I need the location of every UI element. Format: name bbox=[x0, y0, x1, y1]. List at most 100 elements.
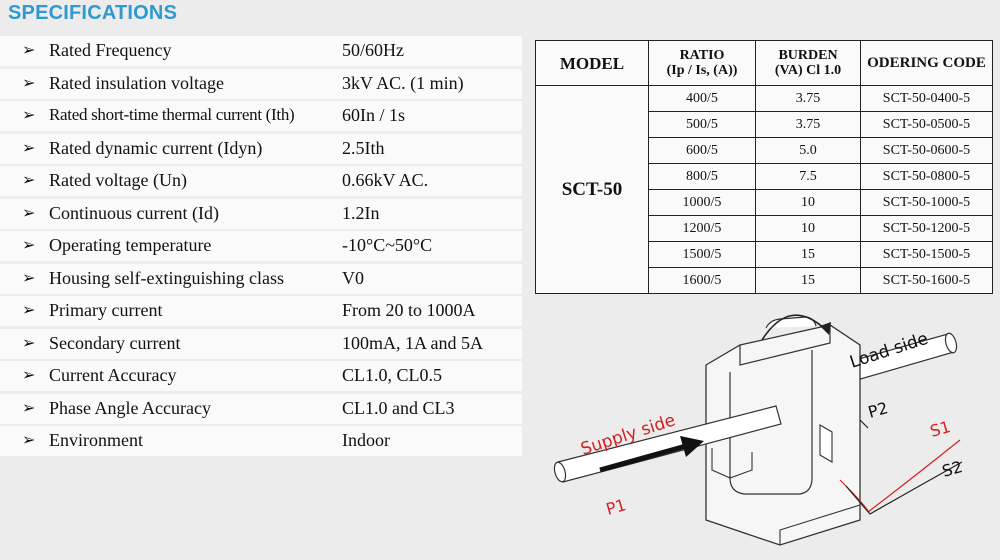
ratio-cell: 400/5 bbox=[648, 85, 756, 112]
spec-label: Continuous current (Id) bbox=[49, 202, 219, 223]
code-cell: SCT-50-1000-5 bbox=[860, 189, 993, 216]
header-burden: BURDEN(VA) Cl 1.0 bbox=[755, 40, 861, 86]
spec-value: Indoor bbox=[342, 430, 390, 450]
table-row: 1500/5 15 SCT-50-1500-5 bbox=[536, 241, 993, 268]
code-cell: SCT-50-0400-5 bbox=[860, 85, 993, 112]
table-header-row: MODEL RATIO(Ip / Is, (A)) BURDEN(VA) Cl … bbox=[535, 40, 993, 86]
header-model: MODEL bbox=[535, 40, 649, 86]
arrow-bullet-icon: ➢ bbox=[22, 367, 36, 384]
burden-cell: 10 bbox=[755, 189, 861, 216]
current-transformer-diagram: Load side Supply side P1 P2 S1 S2 bbox=[553, 314, 965, 546]
arrow-bullet-icon: ➢ bbox=[22, 432, 36, 449]
spec-value: 3kV AC. (1 min) bbox=[342, 72, 464, 93]
header-burden-line1: BURDEN bbox=[778, 48, 838, 63]
ct-bottom-edge bbox=[779, 504, 861, 545]
supply-arrowhead-icon bbox=[680, 436, 704, 457]
ratio-cell: 1200/5 bbox=[648, 215, 756, 242]
spec-row: ➢Operating temperature-10°C~50°C bbox=[0, 231, 522, 261]
conductor-start bbox=[553, 461, 567, 483]
ratio-cell: 1600/5 bbox=[648, 267, 756, 294]
code-cell: SCT-50-0500-5 bbox=[860, 111, 993, 138]
code-cell: SCT-50-1500-5 bbox=[860, 241, 993, 268]
header-ratio: RATIO(Ip / Is, (A)) bbox=[648, 40, 756, 86]
spec-label: Operating temperature bbox=[49, 235, 212, 255]
burden-cell: 3.75 bbox=[755, 85, 861, 112]
spec-value: 50/60Hz bbox=[342, 40, 404, 60]
spec-value: 2.5Ith bbox=[342, 137, 385, 158]
spec-value: V0 bbox=[342, 267, 364, 288]
burden-cell: 3.75 bbox=[755, 111, 861, 138]
arrow-bullet-icon: ➢ bbox=[22, 74, 36, 92]
model-cell: SCT-50 bbox=[535, 85, 649, 294]
code-cell: SCT-50-0800-5 bbox=[860, 163, 993, 190]
p1-label: P1 bbox=[604, 495, 628, 519]
arrow-bullet-icon: ➢ bbox=[22, 399, 36, 417]
table-row: 1200/5 10 SCT-50-1200-5 bbox=[536, 215, 993, 242]
code-cell: SCT-50-1600-5 bbox=[860, 267, 993, 294]
arrow-bullet-icon: ➢ bbox=[22, 139, 36, 157]
spec-row: ➢ Primary current From 20 to 1000A bbox=[0, 296, 522, 326]
arrow-bullet-icon: ➢ bbox=[22, 107, 36, 124]
ct-top-edge bbox=[739, 325, 831, 366]
wire-s2 bbox=[845, 461, 963, 515]
rotation-arc bbox=[761, 314, 827, 341]
spec-label: Primary current bbox=[49, 300, 163, 320]
spec-row: ➢ Phase Angle Accuracy CL1.0 and CL3 bbox=[0, 393, 522, 424]
spec-row: ➢ Rated insulation voltage 3kV AC. (1 min) bbox=[0, 68, 522, 99]
spec-row: ➢ Rated short-time thermal current (Ith) 6… bbox=[0, 101, 522, 131]
p2-leader bbox=[859, 419, 869, 429]
arrow-bullet-icon: ➢ bbox=[22, 334, 36, 352]
ratio-cell: 600/5 bbox=[648, 137, 756, 164]
header-ratio-line1: RATIO bbox=[679, 48, 725, 63]
spec-value: From 20 to 1000A bbox=[342, 300, 476, 320]
arrow-bullet-icon: ➢ bbox=[22, 172, 36, 189]
spec-value: 0.66kV AC. bbox=[342, 170, 429, 190]
spec-value: CL1.0, CL0.5 bbox=[342, 365, 443, 385]
page-title: SPECIFICATIONS bbox=[8, 2, 178, 24]
s1-label: S1 bbox=[928, 417, 953, 441]
arrow-bullet-icon: ➢ bbox=[22, 42, 36, 59]
spec-label: Phase Angle Accuracy bbox=[49, 397, 211, 418]
s2-label: S2 bbox=[940, 457, 965, 481]
conductor-end bbox=[944, 332, 958, 354]
spec-row: ➢ Continuous current (Id) 1.2In bbox=[0, 198, 522, 229]
spec-row: ➢ Housing self-extinguishing class V0 bbox=[0, 263, 522, 294]
spec-label: Current Accuracy bbox=[49, 365, 177, 385]
code-cell: SCT-50-0600-5 bbox=[860, 137, 993, 164]
spec-label: Rated short-time thermal current (Ith) bbox=[49, 105, 295, 124]
table-row: 1000/5 10 SCT-50-1000-5 bbox=[536, 189, 993, 216]
spec-label: Housing self-extinguishing class bbox=[49, 267, 284, 288]
spec-value: 60In / 1s bbox=[342, 105, 405, 125]
arrow-bullet-icon: ➢ bbox=[22, 302, 36, 319]
table-row: 1600/5 15 SCT-50-1600-5 bbox=[536, 267, 993, 294]
spec-value: 100mA, 1A and 5A bbox=[342, 332, 483, 353]
specifications-list: ➢ Rated Frequency 50/60Hz ➢ Rated insulatio… bbox=[0, 36, 522, 459]
ct-core-outline bbox=[729, 350, 813, 495]
table-row: 500/5 3.75 SCT-50-0500-5 bbox=[536, 111, 993, 138]
table-row: 800/5 7.5 SCT-50-0800-5 bbox=[536, 163, 993, 190]
arrow-bullet-icon: ➢ bbox=[22, 204, 36, 222]
supply-direction-arrow bbox=[599, 443, 687, 473]
spec-row: ➢ Rated Frequency 50/60Hz bbox=[0, 36, 522, 66]
ratio-cell: 800/5 bbox=[648, 163, 756, 190]
spec-row: ➢ Current Accuracy CL1.0, CL0.5 bbox=[0, 361, 522, 391]
burden-cell: 15 bbox=[755, 241, 861, 268]
table-row: SCT-50 400/5 3.75 SCT-50-0400-5 bbox=[535, 85, 993, 294]
spec-row: ➢Rated dynamic current (Idyn)2.5Ith bbox=[0, 133, 522, 164]
spec-label: Rated insulation voltage bbox=[49, 72, 224, 93]
burden-cell: 10 bbox=[755, 215, 861, 242]
ct-lower-clip bbox=[711, 448, 753, 479]
arrow-bullet-icon: ➢ bbox=[22, 269, 36, 287]
header-code: ODERING CODE bbox=[860, 40, 993, 86]
table-row: 600/5 5.0 SCT-50-0600-5 bbox=[536, 137, 993, 164]
spec-value: 1.2In bbox=[342, 202, 380, 223]
spec-label: Rated voltage (Un) bbox=[49, 170, 187, 190]
spec-value: CL1.0 and CL3 bbox=[342, 397, 455, 418]
rotation-arrowhead-icon bbox=[820, 322, 831, 335]
ratio-cell: 500/5 bbox=[648, 111, 756, 138]
code-cell: SCT-50-1200-5 bbox=[860, 215, 993, 242]
ct-housing bbox=[705, 324, 861, 546]
spec-label: Rated Frequency bbox=[49, 40, 172, 60]
